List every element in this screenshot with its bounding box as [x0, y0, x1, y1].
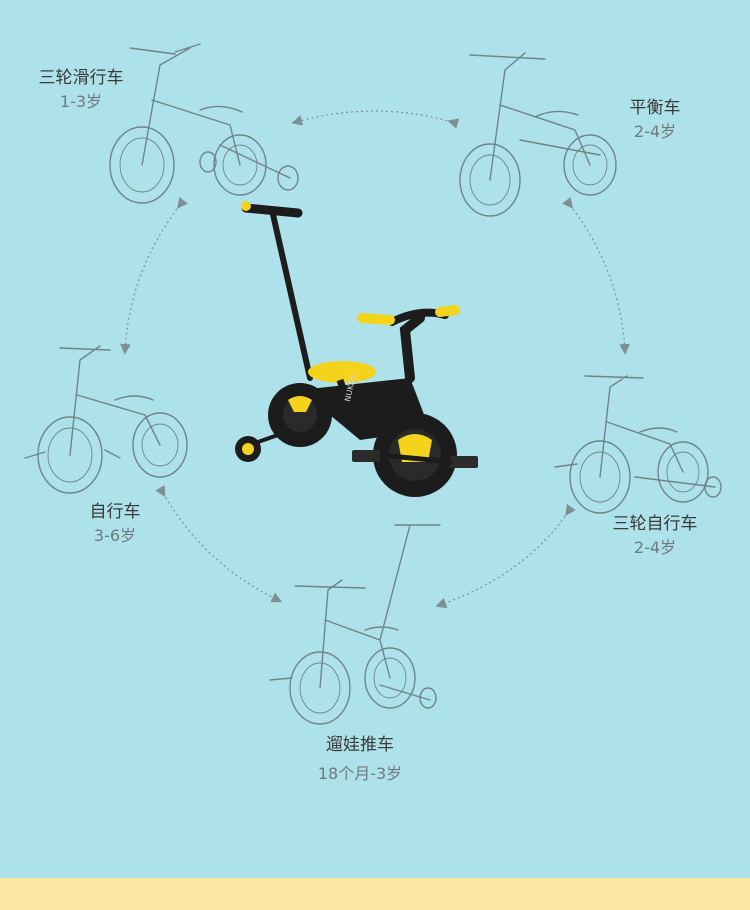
mode-name: 三轮滑行车	[38, 68, 124, 88]
arrow-right-upper	[562, 196, 631, 355]
arrow-left-lower	[155, 485, 283, 603]
product-bike-image	[235, 201, 478, 497]
mode-label-balance-bike: 平衡车 2-4岁	[600, 96, 710, 144]
mode-name: 平衡车	[629, 98, 681, 118]
arrow-left-upper	[119, 196, 188, 355]
mode-age: 2-4岁	[633, 122, 677, 141]
mode-label-tricycle-scooter: 三轮滑行车 1-3岁	[16, 66, 146, 114]
push-stroller-sketch-icon	[269, 524, 441, 725]
mode-label-bicycle: 自行车 3-6岁	[60, 500, 170, 548]
mode-diagram: NUKAS 三轮滑行车 1-3岁 平衡车 2-4岁 自行车 3-6岁 三轮自行车…	[16, 43, 722, 786]
bottom-band	[0, 878, 750, 910]
mode-name: 遛娃推车	[326, 735, 394, 755]
mode-label-training-bicycle: 三轮自行车 2-4岁	[590, 512, 720, 560]
mode-name: 自行车	[89, 502, 141, 522]
mode-label-push-stroller: 遛娃推车 18个月-3岁	[290, 733, 430, 786]
diagram-graphics: NUKAS	[24, 43, 722, 725]
mode-age: 2-4岁	[633, 538, 677, 557]
mode-age: 3-6岁	[93, 526, 137, 545]
mode-age: 1-3岁	[59, 92, 103, 111]
balance-bike-sketch-icon	[459, 52, 617, 217]
mode-age: 18个月-3岁	[317, 764, 403, 783]
bicycle-sketch-icon	[24, 345, 188, 494]
arrow-top	[291, 110, 460, 129]
mode-name: 三轮自行车	[612, 514, 698, 534]
tricycle-scooter-sketch-icon	[109, 43, 299, 204]
training-bicycle-sketch-icon	[554, 375, 722, 514]
arrow-right-lower	[435, 503, 576, 609]
